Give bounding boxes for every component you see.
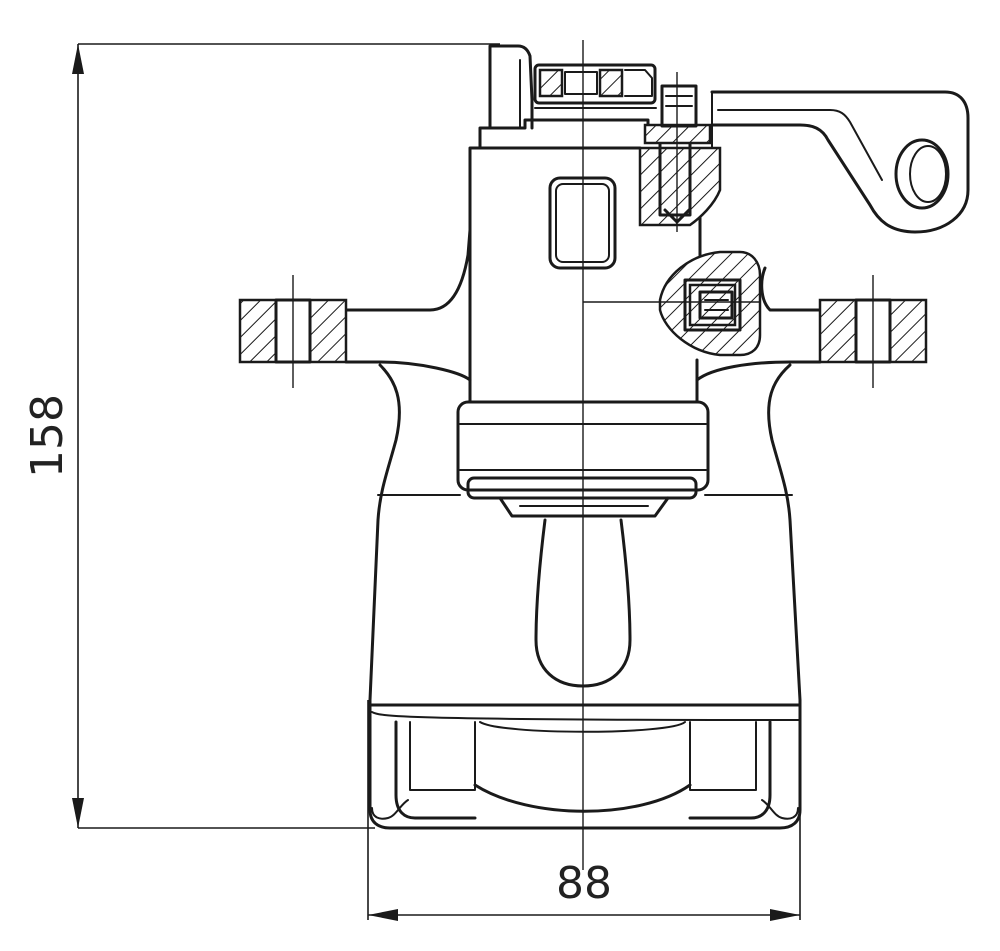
left-mount [238, 228, 472, 388]
caliper-housing [368, 363, 802, 830]
parking-lever [710, 90, 970, 234]
bleeder-section [583, 250, 762, 357]
height-dimension-label: 158 [22, 394, 73, 478]
center-stem [498, 496, 670, 688]
width-arrow-right [770, 909, 800, 921]
lever-hole [894, 138, 950, 210]
right-mount [695, 266, 928, 388]
width-arrow-left [368, 909, 398, 921]
top-connector [533, 63, 657, 109]
height-arrow-top [72, 44, 84, 74]
width-dimension-label: 88 [556, 858, 612, 909]
height-arrow-bottom [72, 798, 84, 828]
window-slot [548, 176, 617, 270]
piston-collar [456, 400, 710, 500]
screw-section [638, 72, 722, 232]
height-dimension: 158 [22, 43, 500, 829]
